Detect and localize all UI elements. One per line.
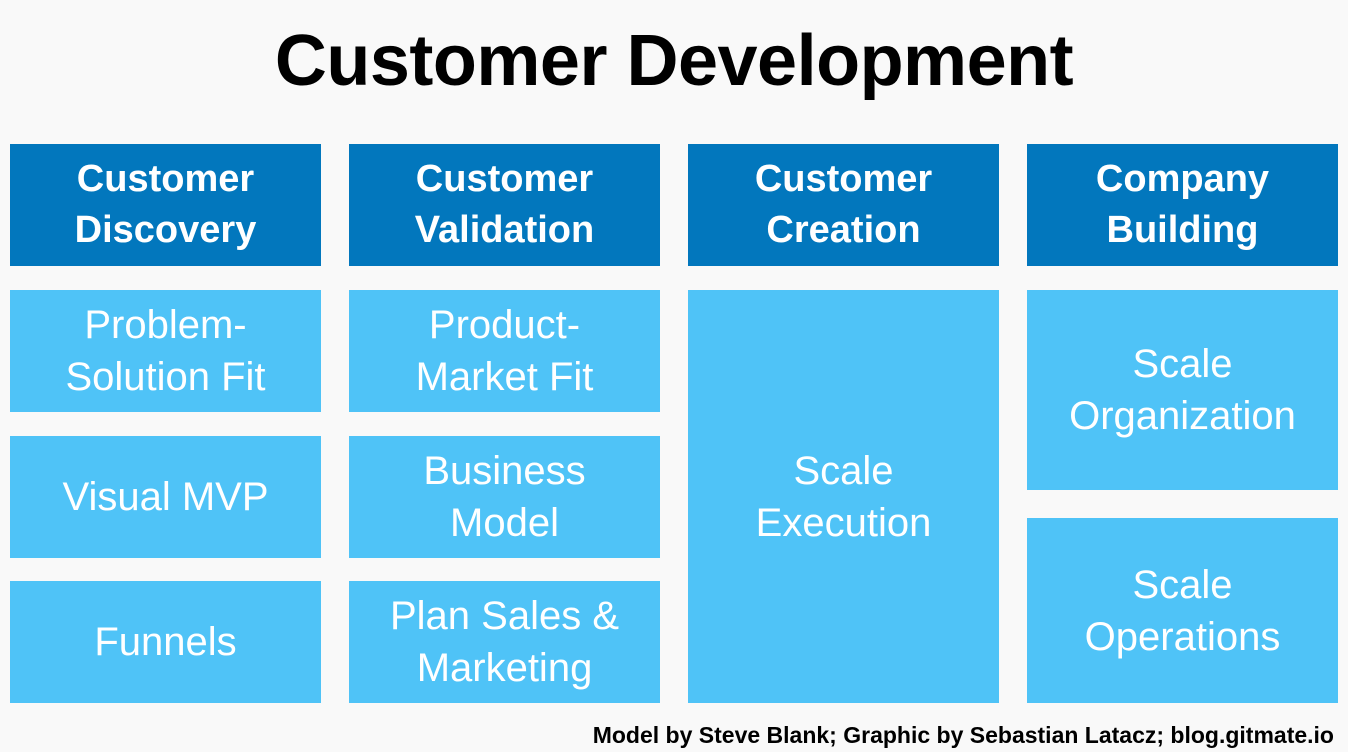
step-scale-operations: Scale Operations [1027, 518, 1338, 703]
stage-header-customer-discovery: Customer Discovery [10, 144, 321, 266]
step-business-model: Business Model [349, 436, 660, 558]
attribution-footer: Model by Steve Blank; Graphic by Sebasti… [592, 722, 1334, 748]
step-plan-sales-marketing: Plan Sales & Marketing [349, 581, 660, 703]
stage-header-company-building: Company Building [1027, 144, 1338, 266]
stage-header-label: Customer Creation [754, 158, 933, 251]
step-label: Problem- Solution Fit [65, 303, 266, 399]
stage-header-label: Company Building [1095, 158, 1270, 251]
stage-header-label: Customer Validation [414, 158, 595, 251]
step-product-market-fit: Product- Market Fit [349, 290, 660, 412]
diagram-title: Customer Development [274, 21, 1074, 101]
step-scale-organization: Scale Organization [1027, 290, 1338, 490]
step-problem-solution-fit: Problem- Solution Fit [10, 290, 321, 412]
step-label: Scale Organization [1069, 342, 1296, 438]
step-label: Funnels [94, 620, 237, 664]
stage-header-customer-validation: Customer Validation [349, 144, 660, 266]
stage-header-customer-creation: Customer Creation [688, 144, 999, 266]
step-scale-execution: Scale Execution [688, 290, 999, 703]
step-label: Visual MVP [62, 475, 269, 519]
step-label: Plan Sales & Marketing [389, 594, 620, 690]
step-label: Scale Execution [755, 448, 932, 545]
step-funnels: Funnels [10, 581, 321, 703]
step-visual-mvp: Visual MVP [10, 436, 321, 558]
step-label: Scale Operations [1084, 562, 1281, 659]
step-label: Product- Market Fit [415, 303, 594, 399]
stage-header-label: Customer Discovery [74, 158, 257, 251]
step-label: Business Model [423, 449, 586, 545]
